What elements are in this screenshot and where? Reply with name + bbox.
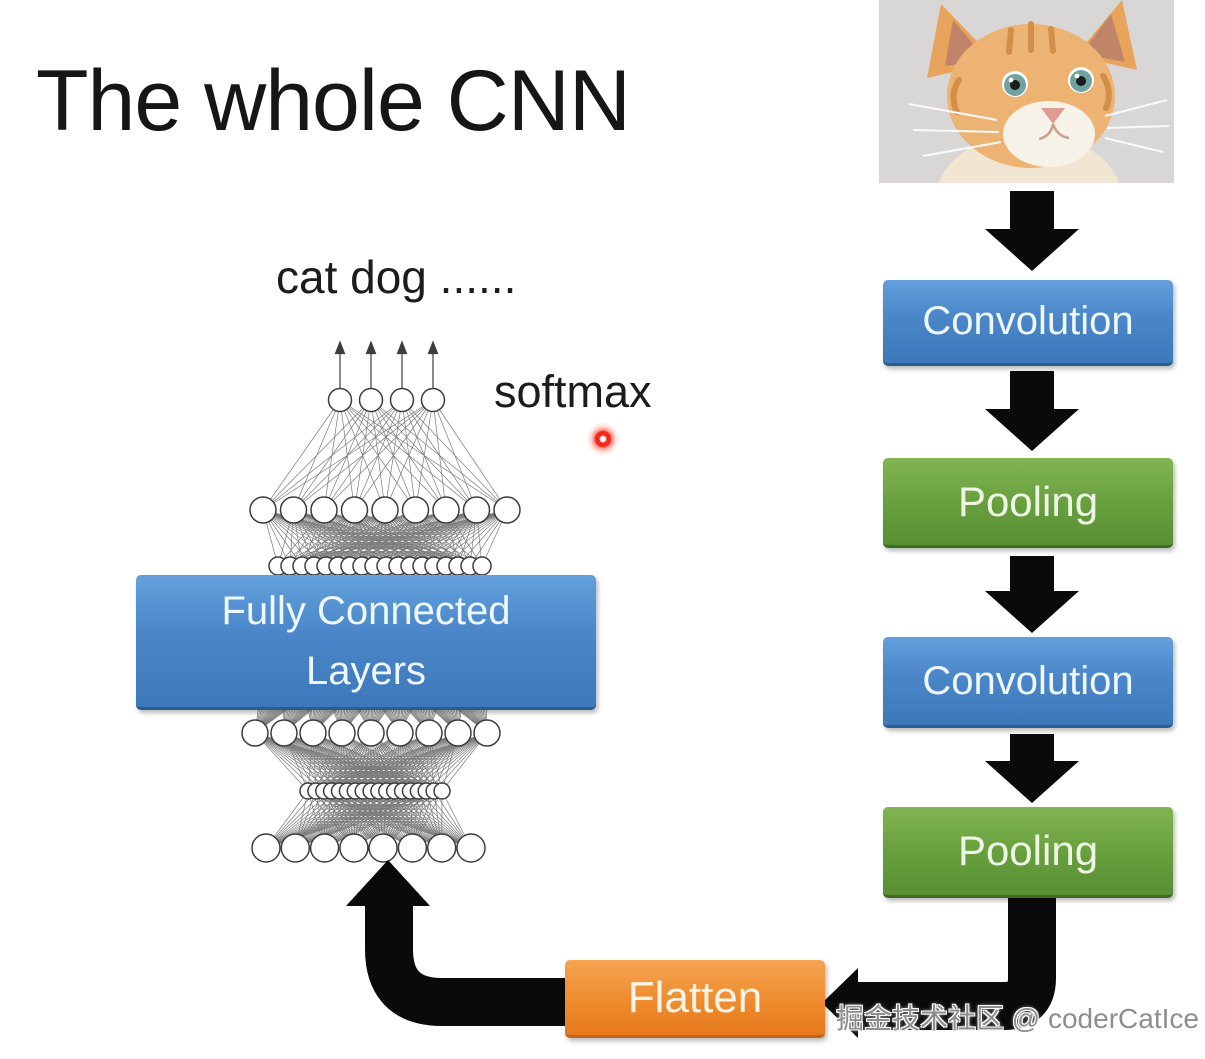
convolution-box-2: Convolution: [883, 637, 1173, 728]
pooling-box-1: Pooling: [883, 458, 1173, 548]
cat-photo: [879, 0, 1174, 183]
fully-connected-label-line1: Fully Connected: [221, 589, 511, 633]
network-output-arrows: [334, 340, 439, 388]
network-nodes: [241, 387, 521, 863]
down-arrow-icon-4: [985, 734, 1079, 803]
softmax-label: softmax: [494, 366, 652, 417]
output-classes-label: cat dog ......: [276, 251, 517, 303]
page-title: The whole CNN: [36, 53, 631, 149]
down-arrow-icon-1: [985, 191, 1079, 271]
convolution-box-1: Convolution: [883, 280, 1173, 366]
pooling-box-2: Pooling: [883, 807, 1173, 898]
up-arrowhead-icon: [346, 860, 430, 906]
flatten-box: Flatten: [565, 960, 825, 1038]
fully-connected-label-line2: Layers: [305, 649, 427, 693]
watermark: 掘金技术社区 @ coderCatIce: [836, 1003, 1199, 1034]
fully-connected-layers-box: Fully Connected Layers: [136, 575, 596, 710]
left-arrowhead-icon: [822, 968, 858, 1038]
elbow-connector-pooling-to-flatten: [856, 896, 1056, 1030]
down-arrow-icon-2: [985, 371, 1079, 451]
laser-pointer-dot: [585, 421, 621, 457]
elbow-arrow-flatten-to-network: [365, 902, 567, 1026]
cat-eyes: [1002, 67, 1094, 97]
down-arrow-icon-3: [985, 556, 1079, 633]
